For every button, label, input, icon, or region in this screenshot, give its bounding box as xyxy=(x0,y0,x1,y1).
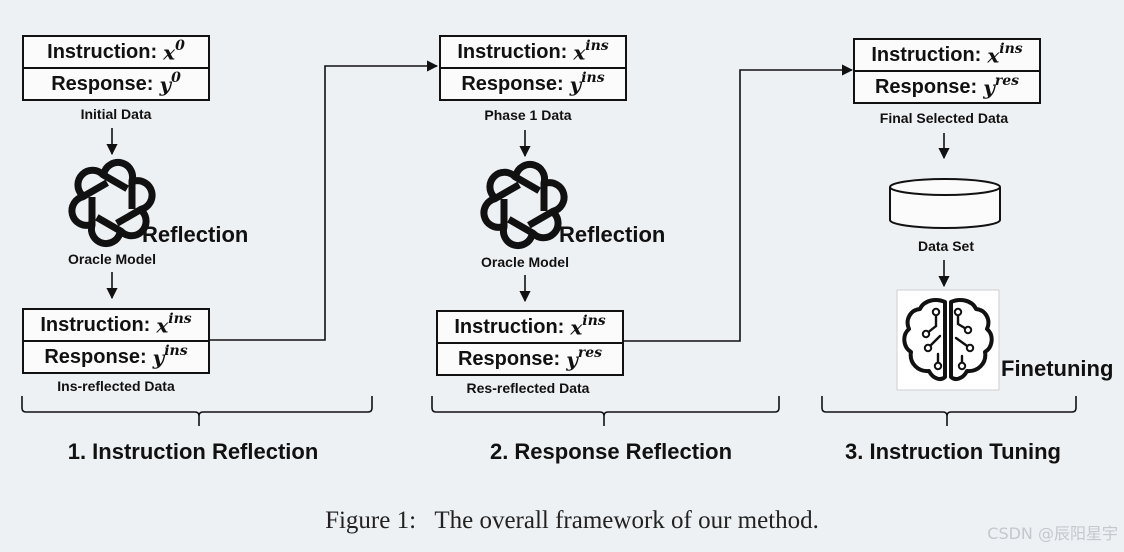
response-variable: y0 xyxy=(159,69,181,97)
instruction-label: Instruction: xyxy=(40,313,151,336)
response-variable: yres xyxy=(566,344,603,372)
phase1-response-box: Response: yins xyxy=(439,67,627,101)
res-reflected-response-box: Response: yres xyxy=(436,342,624,376)
ins-reflected-response-box: Response: yins xyxy=(22,340,210,374)
brace-phase-3 xyxy=(821,396,1077,426)
response-variable: yins xyxy=(569,69,605,97)
final-response-box: Response: yres xyxy=(853,70,1041,104)
instruction-variable: xins xyxy=(156,310,192,338)
res-reflected-data-caption: Res-reflected Data xyxy=(466,380,590,396)
response-label: Response: xyxy=(44,345,147,368)
instruction-variable: xins xyxy=(570,312,606,340)
response-variable: yins xyxy=(152,342,188,370)
instruction-variable: xins xyxy=(987,40,1023,68)
arrow-insreflected-to-phase1 xyxy=(210,60,439,341)
brace-phase-1 xyxy=(21,396,373,426)
response-label: Response: xyxy=(51,72,154,95)
arrow-resreflected-to-final xyxy=(623,64,854,342)
instruction-label: Instruction: xyxy=(47,40,158,63)
response-label: Response: xyxy=(461,72,564,95)
phase-3-title: 3. Instruction Tuning xyxy=(845,439,1061,464)
phase-2-title: 2. Response Reflection xyxy=(489,439,733,464)
oracle-model-caption: Oracle Model xyxy=(68,251,156,267)
figure-caption: Figure 1: The overall framework of our m… xyxy=(325,507,819,534)
final-instruction-box: Instruction: xins xyxy=(853,38,1041,72)
phase1-data-caption: Phase 1 Data xyxy=(484,107,572,123)
brain-circuit-icon xyxy=(896,289,1000,391)
phase-1-title: 1. Instruction Reflection xyxy=(67,439,319,464)
phase1-instruction-box: Instruction: xins xyxy=(439,35,627,69)
instruction-label: Instruction: xyxy=(454,315,565,338)
instruction-label: Instruction: xyxy=(457,40,568,63)
res-reflected-instruction-box: Instruction: xins xyxy=(436,310,624,344)
database-icon xyxy=(889,178,1001,229)
initial-response-box: Response: y0 xyxy=(22,67,210,101)
ins-reflected-data-caption: Ins-reflected Data xyxy=(57,378,175,394)
openai-logo-icon xyxy=(68,158,156,248)
initial-data-caption: Initial Data xyxy=(80,106,152,122)
response-label: Response: xyxy=(874,75,978,98)
response-variable: yres xyxy=(983,72,1020,100)
data-set-caption: Data Set xyxy=(917,238,975,254)
openai-logo-icon xyxy=(480,160,568,250)
oracle-model-caption: Oracle Model xyxy=(481,254,569,270)
initial-instruction-box: Instruction: x0 xyxy=(22,35,210,69)
brace-phase-2 xyxy=(431,396,780,426)
instruction-label: Instruction: xyxy=(871,43,982,66)
reflection-label: Reflection xyxy=(559,222,666,247)
reflection-label: Reflection xyxy=(142,222,249,247)
watermark: CSDN @辰阳星宇 xyxy=(987,524,1118,543)
instruction-variable: x0 xyxy=(163,37,185,65)
instruction-variable: xins xyxy=(573,37,609,65)
final-selected-data-caption: Final Selected Data xyxy=(879,110,1009,126)
response-label: Response: xyxy=(457,347,561,370)
ins-reflected-instruction-box: Instruction: xins xyxy=(22,308,210,342)
finetuning-label: Finetuning xyxy=(1001,356,1114,381)
